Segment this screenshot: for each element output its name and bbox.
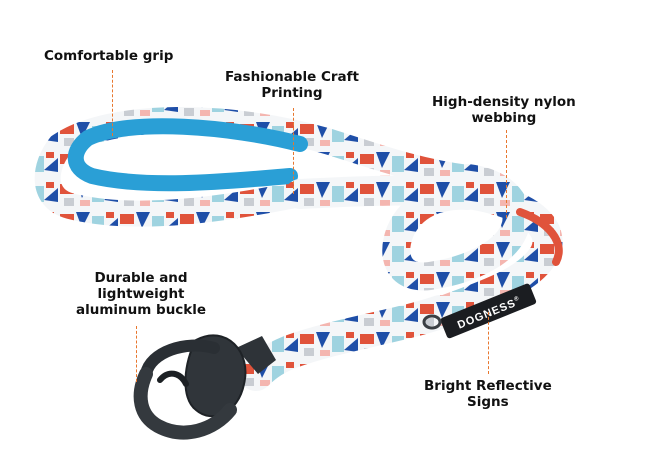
callout-reflective-line-2: Signs <box>467 394 509 410</box>
handle-loop <box>34 106 481 227</box>
callout-comfortable-grip: Comfortable grip <box>44 48 173 64</box>
callout-line-webbing <box>506 130 507 218</box>
coiled-webbing <box>239 164 563 391</box>
callout-line-printing <box>293 108 294 194</box>
callout-high-density-nylon-webbing: High-density nylon webbing <box>432 94 576 126</box>
d-ring-icon <box>422 314 442 330</box>
callout-printing-line-1: Fashionable Craft <box>225 69 359 85</box>
callout-buckle-line-2: lightweight <box>97 286 185 302</box>
callout-line-grip <box>112 70 113 136</box>
callout-line-reflective <box>488 312 489 374</box>
callout-buckle-line-1: Durable and <box>94 270 188 286</box>
callout-comfortable-grip-line-1: Comfortable grip <box>44 48 174 64</box>
callout-webbing-line-1: High-density nylon <box>432 94 576 110</box>
callout-fashionable-craft-printing: Fashionable Craft Printing <box>225 69 359 101</box>
callout-reflective-line-1: Bright Reflective <box>424 378 552 394</box>
callout-bright-reflective-signs: Bright Reflective Signs <box>424 378 552 410</box>
brand-tag <box>440 283 537 339</box>
callout-printing-line-2: Printing <box>261 85 323 101</box>
callout-webbing-line-2: webbing <box>471 110 537 126</box>
carabiner-clip-icon <box>133 334 276 440</box>
callout-durable-aluminum-buckle: Durable and lightweight aluminum buckle <box>76 270 206 318</box>
callout-buckle-line-3: aluminum buckle <box>76 302 207 318</box>
callout-line-buckle <box>136 326 137 382</box>
registered-mark: ® <box>513 295 521 304</box>
